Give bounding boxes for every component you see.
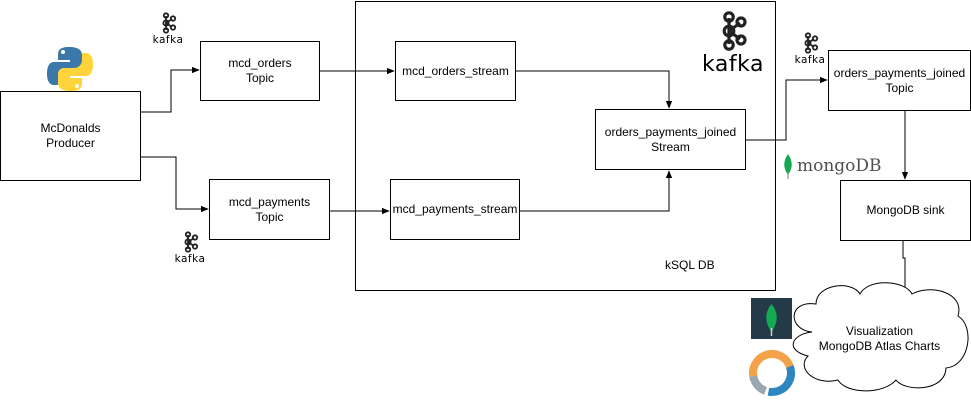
python-logo-icon — [47, 47, 93, 91]
atlas-charts-icon — [749, 350, 795, 396]
kafka-word: kafka — [794, 54, 826, 66]
ksql-db-container — [355, 1, 776, 291]
mongodb-logo-icon: mongoDB — [781, 153, 882, 179]
joined-topic-line2: Topic — [885, 80, 914, 95]
kafka-logo-icon: kafka — [698, 10, 768, 80]
payments-stream-label: mcd_payments_stream — [392, 202, 518, 216]
visualization-line1: Visualization — [845, 324, 914, 338]
mcd-orders-stream-node[interactable]: mcd_orders_stream — [395, 41, 516, 101]
kafka-word: kafka — [174, 253, 206, 265]
mongodb-word: mongoDB — [797, 156, 882, 176]
orders-topic-line1: mcd_orders — [228, 56, 292, 70]
kafka-logo-icon: kafka — [173, 231, 207, 271]
mcd-orders-topic-node[interactable]: mcd_orders Topic — [200, 41, 320, 101]
orders-topic-line2: Topic — [245, 71, 274, 85]
edge-producer-to-orders-topic — [141, 66, 200, 113]
orders-payments-joined-stream-node[interactable]: orders_payments_joined Stream — [595, 109, 746, 170]
visualization-cloud-label[interactable]: Visualization MongoDB Atlas Charts — [792, 324, 967, 354]
kafka-logo-icon: kafka — [151, 12, 185, 52]
edge-producer-to-payments-topic — [141, 156, 209, 213]
sink-label: MongoDB sink — [866, 203, 945, 217]
producer-label-line2: Producer — [46, 136, 95, 150]
mongodb-sink-node[interactable]: MongoDB sink — [840, 180, 971, 241]
mongodb-leaf-icon — [751, 298, 792, 339]
payments-topic-line1: mcd_payments — [228, 194, 311, 209]
producer-label-line1: McDonalds — [40, 121, 101, 135]
mcdonalds-producer-node[interactable]: McDonalds Producer — [0, 91, 141, 181]
payments-topic-line2: Topic — [255, 209, 284, 224]
edge-sink-to-charts — [901, 241, 909, 303]
edge-payments-stream-to-joined — [520, 170, 673, 212]
joined-stream-line2: Stream — [651, 139, 690, 154]
orders-stream-label: mcd_orders_stream — [402, 63, 509, 78]
visualization-line2: MongoDB Atlas Charts — [818, 339, 941, 353]
kafka-logo-icon: kafka — [793, 32, 827, 72]
joined-topic-line1: orders_payments_joined — [833, 65, 966, 80]
ksql-db-label: kSQL DB — [665, 258, 715, 272]
joined-stream-line1: orders_payments_joined — [604, 124, 737, 139]
orders-payments-joined-topic-node[interactable]: orders_payments_joined Topic — [828, 50, 971, 111]
cloud-shape — [792, 282, 969, 392]
edge-orders-stream-to-joined — [516, 70, 673, 109]
edge-joined-stream-to-topic — [746, 76, 828, 141]
kafka-word: kafka — [152, 34, 184, 46]
mcd-payments-topic-node[interactable]: mcd_payments Topic — [209, 179, 330, 240]
kafka-word: kafka — [702, 52, 764, 77]
mcd-payments-stream-node[interactable]: mcd_payments_stream — [390, 179, 520, 240]
